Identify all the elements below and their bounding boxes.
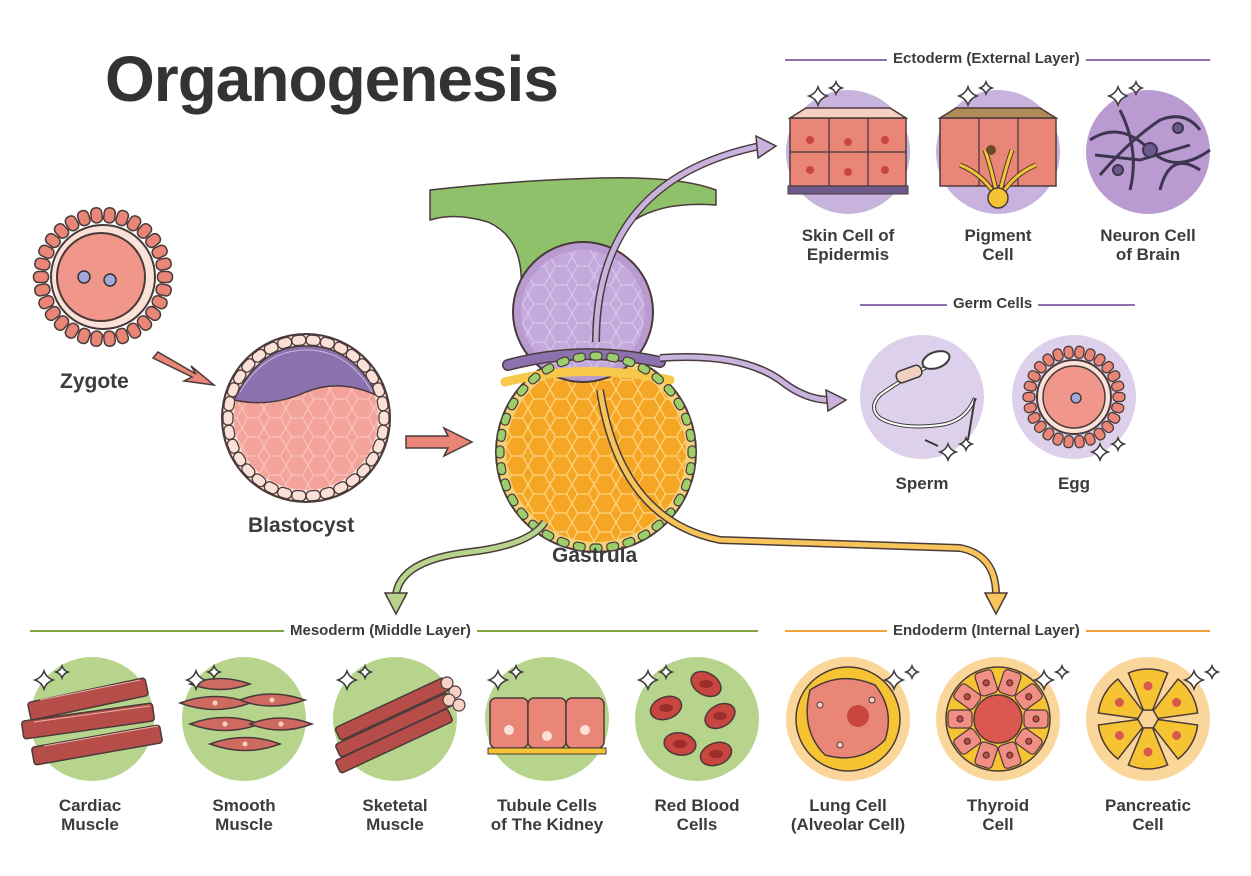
red-blood-cells-icon: [635, 657, 759, 781]
blastocyst-label: Blastocyst: [248, 514, 355, 537]
zygote-icon: [32, 207, 174, 347]
arrow-to-ectoderm: [592, 134, 778, 343]
neuron-cell-icon: [1086, 90, 1211, 214]
blastocyst-icon: [221, 333, 391, 503]
smooth-muscle-icon: [177, 657, 315, 781]
lung-cell-label: Lung Cell(Alveolar Cell): [790, 796, 906, 834]
gastrula-label: Gastrula: [552, 544, 638, 567]
sperm-icon: [860, 335, 984, 459]
cardiac-muscle-icon: [21, 657, 163, 781]
endoderm-heading: Endoderm (Internal Layer): [887, 622, 1086, 639]
arrow-to-germ-cells: [659, 352, 848, 413]
arrow-to-mesoderm: [383, 519, 549, 616]
gastrula-icon: [429, 177, 717, 553]
skeletal-muscle-icon: [333, 657, 466, 781]
pancreatic-cell-icon: [1086, 657, 1210, 781]
pigment-cell-icon: [936, 90, 1060, 214]
kidney-tubule-icon: [485, 657, 609, 781]
egg-icon: [1012, 335, 1136, 459]
thyroid-cell-icon: [936, 657, 1060, 781]
germ-heading: Germ Cells: [947, 295, 1039, 312]
mesoderm-heading: Mesoderm (Middle Layer): [284, 622, 477, 639]
arrow-to-endoderm: [596, 389, 1009, 616]
ectoderm-heading: Ectoderm (External Layer): [887, 50, 1086, 67]
arrow-zygote-to-blastocyst: [151, 351, 217, 387]
skin-cell-icon: [786, 90, 910, 214]
arrow-blastocyst-to-gastrula: [405, 426, 474, 458]
page-title: Organogenesis: [105, 43, 559, 115]
lung-cell-icon: [786, 657, 910, 781]
zygote-label: Zygote: [60, 370, 129, 393]
sparkle-icons: [32, 79, 1221, 692]
egg-label: Egg: [1057, 474, 1091, 493]
sperm-label: Sperm: [895, 474, 949, 493]
